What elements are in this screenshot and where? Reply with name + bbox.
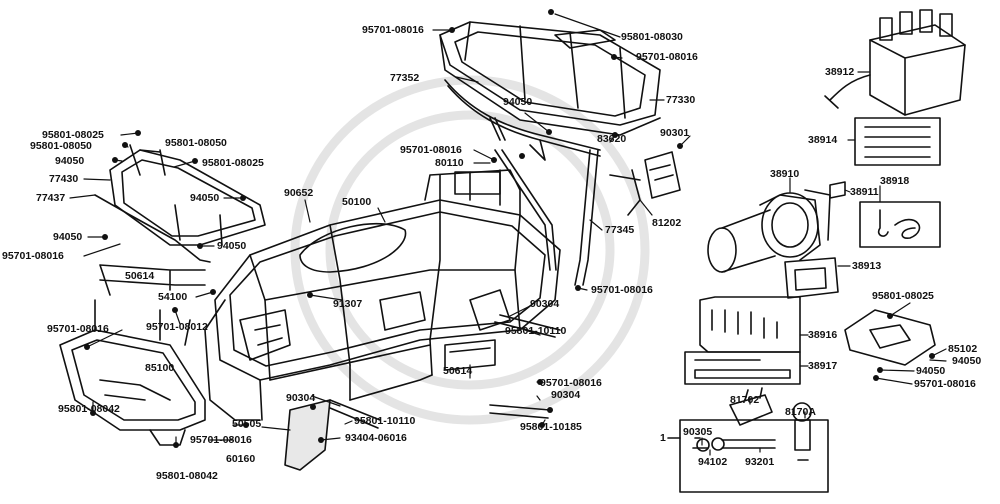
part-label: 38917 [808, 360, 838, 372]
part-label: 91307 [333, 298, 363, 310]
part-label: 95801-08030 [621, 31, 683, 43]
part-label: 95701-08016 [47, 323, 109, 335]
solenoid-38912 [824, 9, 966, 116]
part-label: 95801-08050 [165, 137, 227, 149]
part-label: 1 [660, 432, 666, 444]
part-label: 38914 [808, 134, 838, 146]
part-label: 95801-10110 [354, 415, 416, 427]
part-label: 60160 [226, 453, 256, 465]
part-label: 94050 [217, 240, 247, 252]
part-label: 95701-08016 [2, 250, 64, 262]
manual-box-38917 [684, 351, 801, 385]
part-label: 38912 [825, 66, 855, 78]
part-label: 90305 [683, 426, 713, 438]
part-label: 95701-08016 [540, 377, 602, 389]
skid-plate-60160 [284, 399, 331, 471]
part-label: 95801-08025 [42, 129, 104, 141]
strut-77345 [574, 149, 599, 286]
bracket-81202 [644, 151, 681, 199]
part-label: 8170A [785, 406, 816, 418]
rod-90304-c [489, 404, 551, 419]
part-label: 90301 [660, 127, 690, 139]
part-label: 93201 [745, 456, 775, 468]
part-label: 38910 [770, 168, 800, 180]
support-50614-b [444, 339, 496, 371]
part-label: 94102 [698, 456, 728, 468]
part-label: 95801-10185 [520, 421, 582, 433]
part-label: 85102 [948, 343, 978, 355]
front-bumper [59, 299, 206, 446]
part-label: 95701-08016 [400, 144, 462, 156]
part-label: 93404-06016 [345, 432, 407, 444]
part-label: 81202 [652, 217, 682, 229]
part-label: 94050 [916, 365, 946, 377]
cables-box-38914 [854, 117, 941, 166]
part-label: 50100 [342, 196, 372, 208]
part-label: 38913 [852, 260, 882, 272]
part-label: 90304 [286, 392, 316, 404]
winch-38910 [707, 189, 831, 273]
part-label: 38911 [850, 186, 879, 198]
part-label: 94050 [952, 355, 982, 367]
part-label: 77330 [666, 94, 696, 106]
hitch-kit-box [679, 419, 829, 493]
mount-plate-85102 [844, 309, 936, 366]
part-label: 95701-08016 [914, 378, 976, 390]
part-label: 90652 [284, 187, 314, 199]
support-bar-77352 [444, 79, 601, 151]
part-label: 83620 [597, 133, 627, 145]
rear-carrier [439, 21, 661, 136]
part-label: 95701-08016 [190, 434, 252, 446]
part-label: 95801-08042 [58, 403, 120, 415]
part-label: 77345 [605, 224, 635, 236]
front-carrier [94, 144, 266, 263]
rod-90304-b [329, 399, 381, 429]
part-label: 80110 [435, 157, 464, 169]
part-label: 50505 [232, 418, 262, 430]
part-label: 77352 [390, 72, 420, 84]
receiver-81702 [729, 387, 773, 426]
part-label: 50614 [125, 270, 155, 282]
part-label: 54100 [158, 291, 188, 303]
part-label: 95801-08025 [202, 157, 264, 169]
hitch-ball-8170A [792, 402, 812, 422]
part-label: 95801-10110 [505, 325, 567, 337]
leader-lines [69, 13, 947, 456]
main-frame [204, 169, 561, 421]
part-label: 90304 [530, 298, 560, 310]
part-label: 38916 [808, 329, 838, 341]
hardware-kit-38916 [699, 296, 801, 353]
part-label: 94050 [55, 155, 85, 167]
part-label: 90304 [551, 389, 581, 401]
part-label: 95701-08016 [591, 284, 653, 296]
part-label: 95801-08050 [30, 140, 92, 152]
part-label: 95801-08025 [872, 290, 934, 302]
part-label: 94050 [53, 231, 83, 243]
part-label: 95701-08012 [146, 321, 208, 333]
part-label: 77437 [36, 192, 66, 204]
part-label: 94050 [503, 96, 533, 108]
part-label: 85100 [145, 362, 175, 374]
part-label: 38918 [880, 175, 910, 187]
fairlead-38913 [784, 257, 839, 299]
hook-box-38918 [859, 201, 941, 248]
part-label: 95801-08042 [156, 470, 218, 482]
part-label: 77430 [49, 173, 79, 185]
part-label: 81702 [730, 394, 760, 406]
part-38911 [829, 181, 846, 199]
part-label: 95701-08016 [362, 24, 424, 36]
support-50614-a [99, 264, 206, 296]
part-label: 94050 [190, 192, 220, 204]
part-label: 95701-08016 [636, 51, 698, 63]
part-label: 50614 [443, 365, 473, 377]
